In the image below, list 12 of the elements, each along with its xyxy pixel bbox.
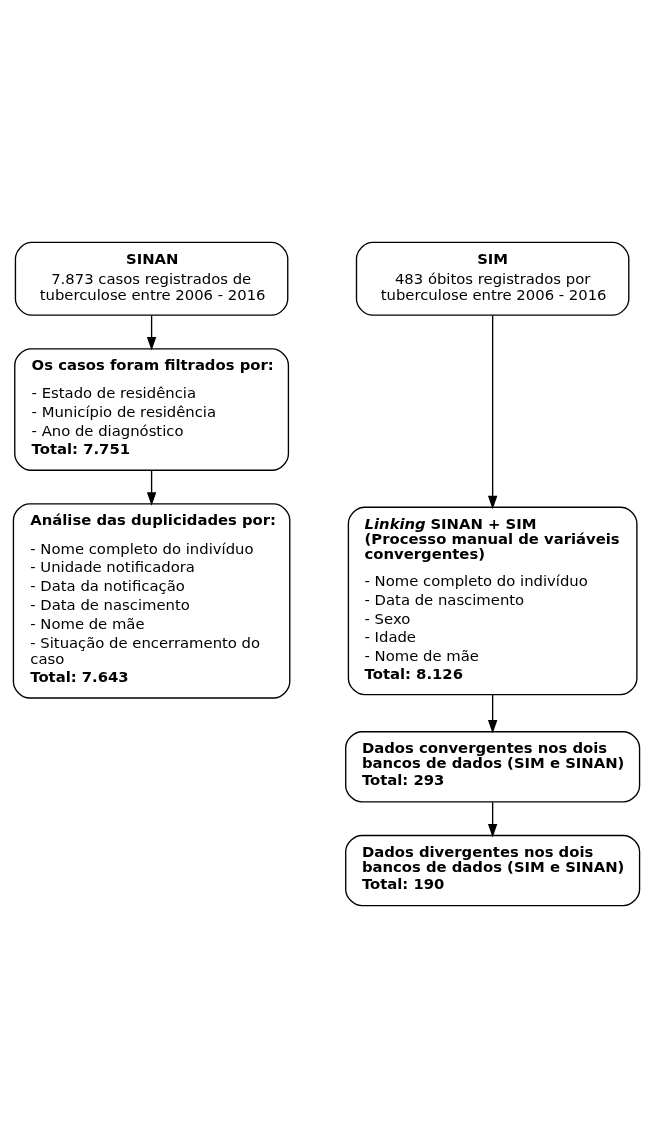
node-box: Dados divergentes nos dois bancos de dados (SIM e SINAN) Total: 190 bbox=[345, 834, 641, 907]
arrow bbox=[487, 694, 498, 734]
node-box: Os casos foram filtrados por: - Estado de residência - Município de residência - Ano de diagnóstico Total: 7.751 bbox=[14, 348, 290, 471]
node-box: Linking SINAN + SIM (Processo manual de variáveis convergentes) - Nome completo do indivíduo - Data de nascimento - Sexo - Idade - Nome de mãe Total: 8.126 bbox=[347, 506, 638, 696]
arrow bbox=[487, 801, 498, 838]
arrow bbox=[146, 314, 157, 351]
node-box: SINAN 7.873 casos registrados de tuberculose entre 2006 - 2016 bbox=[14, 241, 289, 316]
node-box: Dados convergentes nos dois bancos de dados (SIM e SINAN) Total: 293 bbox=[345, 731, 641, 803]
node-box: SIM 483 óbitos registrados por tuberculose entre 2006 - 2016 bbox=[355, 241, 630, 316]
arrow bbox=[487, 314, 498, 510]
arrow bbox=[146, 469, 157, 506]
node-box: Análise das duplicidades por: - Nome completo do indivíduo - Unidade notificadora - Data da notificação - Data de nascimento - Nome de mãe - Situação de encerramento do caso Total: 7.643 bbox=[12, 503, 291, 699]
